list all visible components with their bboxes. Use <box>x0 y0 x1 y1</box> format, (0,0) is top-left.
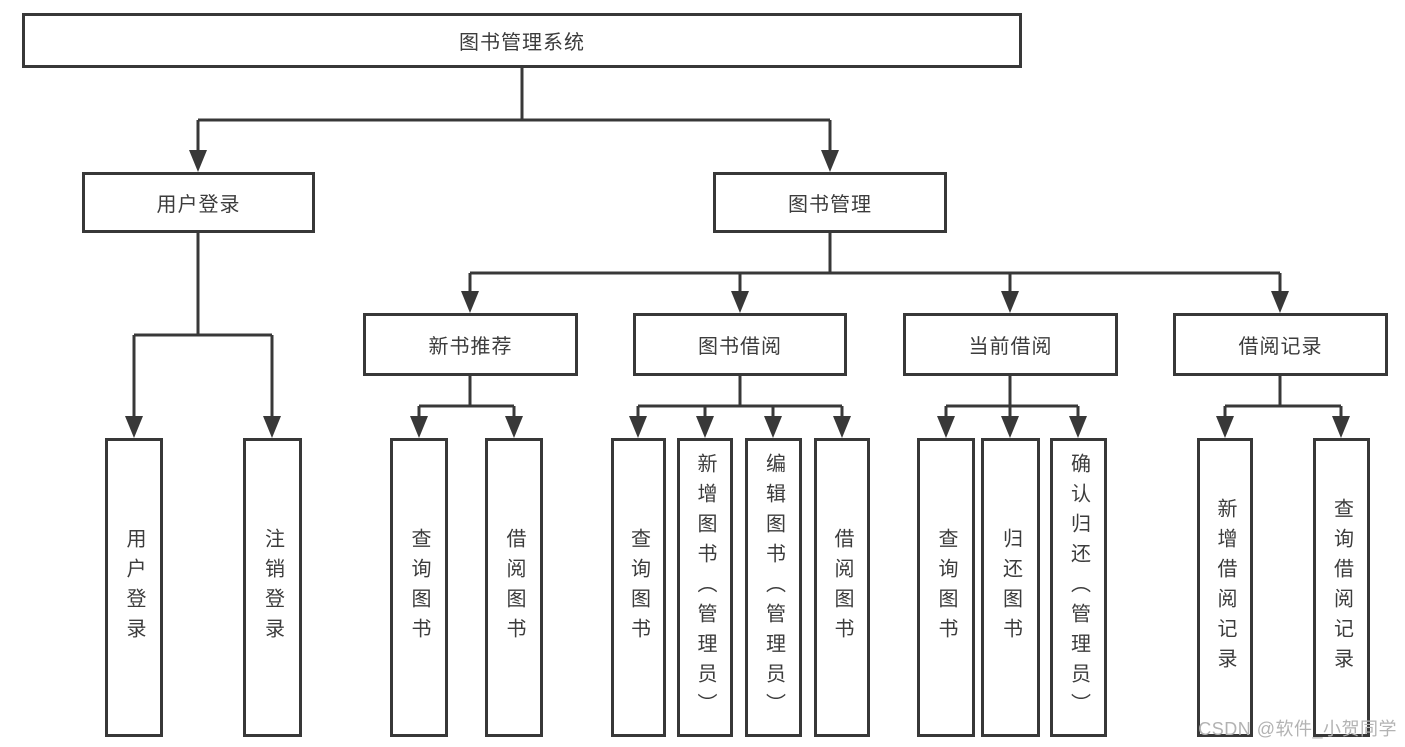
node-current-borrowing-label: 当前借阅 <box>968 336 1053 358</box>
leaf-bb-edit-books-admin: 编辑图书（管理员） <box>745 438 802 737</box>
node-current-borrowing: 当前借阅 <box>903 313 1118 376</box>
node-book-management: 图书管理 <box>713 172 947 233</box>
leaf-bb-borrow-books: 借阅图书 <box>814 438 870 737</box>
connector-user-login-to-leaves <box>125 233 281 438</box>
leaf-bb-add-books-admin: 新增图书（管理员） <box>677 438 733 737</box>
node-new-book-recommend: 新书推荐 <box>363 313 578 376</box>
leaf-user-login-label: 用户登录 <box>123 527 145 648</box>
leaf-br-add-record: 新增借阅记录 <box>1197 438 1253 737</box>
leaf-logout-label: 注销登录 <box>261 527 284 648</box>
leaf-bb-borrow-books-label: 借阅图书 <box>831 527 853 648</box>
node-user-login-label: 用户登录 <box>156 194 241 216</box>
node-borrowing-records: 借阅记录 <box>1173 313 1388 376</box>
leaf-cb-query-books-label: 查询图书 <box>935 527 957 648</box>
leaf-br-query-record-label: 查询借阅记录 <box>1330 497 1353 678</box>
connector-current-to-leaves <box>937 376 1087 438</box>
leaf-user-login: 用户登录 <box>105 438 163 737</box>
node-book-management-label: 图书管理 <box>788 194 872 216</box>
node-new-book-recommend-label: 新书推荐 <box>428 336 513 358</box>
leaf-cb-return-books: 归还图书 <box>981 438 1040 737</box>
leaf-nb-borrow-books: 借阅图书 <box>485 438 543 737</box>
leaf-bb-query-books: 查询图书 <box>611 438 666 737</box>
leaf-nb-query-books-label: 查询图书 <box>408 527 430 648</box>
leaf-nb-query-books: 查询图书 <box>390 438 448 737</box>
node-user-login: 用户登录 <box>82 172 315 233</box>
connector-book-management-to-level3 <box>461 233 1289 313</box>
watermark: CSDN @软件_小贺同学 <box>1198 719 1397 739</box>
node-borrowing-records-label: 借阅记录 <box>1238 336 1323 358</box>
node-library-system-label: 图书管理系统 <box>459 32 585 54</box>
leaf-cb-confirm-return-admin: 确认归还（管理员） <box>1050 438 1107 737</box>
leaf-br-query-record: 查询借阅记录 <box>1313 438 1370 737</box>
leaf-logout: 注销登录 <box>243 438 302 737</box>
leaf-bb-query-books-label: 查询图书 <box>627 527 650 648</box>
leaf-bb-add-books-admin-label: 新增图书（管理员） <box>694 452 716 723</box>
leaf-cb-query-books: 查询图书 <box>917 438 975 737</box>
node-book-borrowing: 图书借阅 <box>633 313 847 376</box>
node-book-borrowing-label: 图书借阅 <box>698 336 782 358</box>
connector-borrowing-to-leaves <box>629 376 851 438</box>
leaf-cb-return-books-label: 归还图书 <box>999 527 1022 648</box>
connector-new-books-to-leaves <box>410 376 523 438</box>
leaf-nb-borrow-books-label: 借阅图书 <box>503 527 525 648</box>
leaf-cb-confirm-return-admin-label: 确认归还（管理员） <box>1067 452 1090 723</box>
node-library-system: 图书管理系统 <box>22 13 1022 68</box>
leaf-br-add-record-label: 新增借阅记录 <box>1214 497 1236 678</box>
connector-root-to-level2 <box>189 68 839 172</box>
leaf-bb-edit-books-admin-label: 编辑图书（管理员） <box>762 452 785 723</box>
connector-records-to-leaves <box>1216 376 1350 438</box>
